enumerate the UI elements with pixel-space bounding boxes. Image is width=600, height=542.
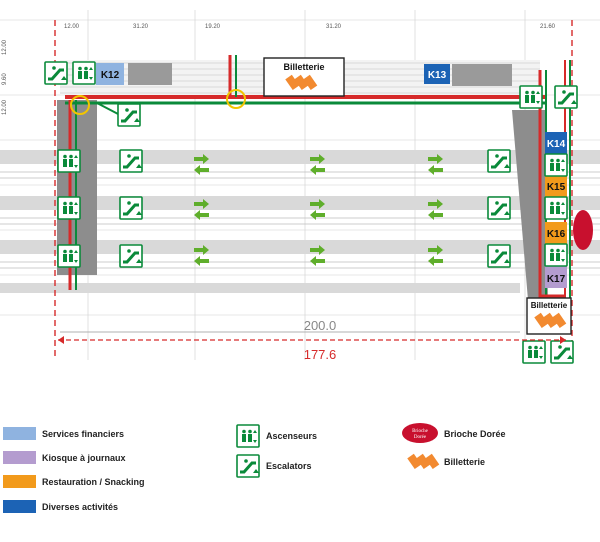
svg-text:Dorée: Dorée: [414, 435, 427, 440]
legend-label-escalators: Escalators: [266, 461, 312, 471]
ticket-office-right[interactable]: Billetterie: [526, 297, 572, 335]
brioche-doree-logo: Brioche Dorée: [573, 210, 600, 250]
kiosk-k13-label: K13: [428, 70, 447, 81]
tracks: [0, 150, 600, 293]
kiosk-k15[interactable]: [545, 175, 567, 197]
legend-label-ascenseurs: Ascenseurs: [266, 431, 318, 441]
legend-label-kiosque: Kiosque à journaux: [42, 453, 126, 463]
elevator-icon[interactable]: [57, 149, 81, 173]
boundary-dashed: [54, 20, 573, 360]
escalator-icon[interactable]: [486, 148, 512, 174]
kiosk-k12-label: K12: [101, 70, 120, 81]
kiosk-k14-label: K14: [547, 139, 566, 150]
top-tick: 12.00: [64, 24, 80, 30]
legend-label-brioche: Brioche Dorée: [444, 429, 506, 439]
legend-swatch-services: [3, 427, 36, 440]
kiosk-k16-label: K16: [547, 229, 566, 240]
elevator-icon[interactable]: [522, 340, 546, 364]
legend-label-restauration: Restauration / Snacking: [42, 477, 145, 487]
legend-label-billetterie: Billetterie: [444, 457, 486, 467]
svg-text:Brioche: Brioche: [412, 429, 429, 434]
left-tick: 9.60: [2, 73, 8, 85]
kiosk-k17-label: K17: [547, 274, 566, 285]
elevator-icon[interactable]: [57, 244, 81, 268]
ticket-office-right-label: Billetterie: [531, 301, 568, 310]
legend: Brioche Dorée: [3, 423, 440, 513]
elevator-icon: [236, 424, 260, 448]
escalator-icon: [235, 453, 261, 479]
elevator-icon[interactable]: [72, 61, 96, 85]
dimension-177: 177.6: [58, 336, 566, 362]
elevator-icon[interactable]: [544, 243, 568, 267]
legend-swatch-restauration: [3, 475, 36, 488]
legend-label-diverses: Diverses activités: [42, 502, 119, 512]
legend-label-services: Services financiers: [42, 429, 125, 439]
escalator-icon[interactable]: [486, 195, 512, 221]
kiosk-k17[interactable]: [545, 266, 567, 288]
dim-outer-label: 200.0: [304, 318, 337, 333]
escalator-icon[interactable]: [553, 84, 579, 110]
dim-inner-label: 177.6: [304, 347, 337, 362]
escalator-icon[interactable]: [116, 102, 142, 128]
svg-text:Brioche Dorée: Brioche Dorée: [598, 215, 600, 245]
legend-swatch-kiosque: [3, 451, 36, 464]
top-tick: 31.20: [326, 24, 342, 30]
elevator-icon[interactable]: [519, 85, 543, 109]
ticket-office-top[interactable]: Billetterie: [263, 57, 345, 97]
left-tick: 12.00: [2, 39, 8, 55]
highlight-circle: [226, 89, 246, 109]
kiosk-k12[interactable]: [96, 63, 124, 85]
escalator-icon[interactable]: [118, 243, 144, 269]
top-tick: 31.20: [133, 24, 149, 30]
top-tick: 19.20: [205, 24, 221, 30]
kiosk-k14[interactable]: [545, 132, 567, 154]
kiosk-k15-label: K15: [547, 182, 566, 193]
escalator-icon[interactable]: [549, 339, 575, 365]
escalator-icon[interactable]: [43, 60, 69, 86]
highlight-circle: [70, 95, 90, 115]
brioche-doree-icon: Brioche Dorée: [402, 423, 438, 443]
kiosk-k12-annex: [128, 63, 172, 85]
legend-swatch-diverses: [3, 500, 36, 513]
elevator-icon[interactable]: [544, 153, 568, 177]
escalator-icon[interactable]: [118, 195, 144, 221]
dimension-200: 200.0: [60, 318, 520, 333]
escalator-icon[interactable]: [486, 243, 512, 269]
ticket-office-top-label: Billetterie: [283, 62, 324, 72]
kiosk-k13[interactable]: [424, 64, 450, 84]
left-tick: 12.00: [2, 99, 8, 115]
top-tick: 21.60: [540, 24, 556, 30]
kiosk-k13-annex: [452, 64, 512, 86]
elevator-icon[interactable]: [544, 196, 568, 220]
escalator-icon[interactable]: [118, 148, 144, 174]
ticket-icon: [407, 453, 440, 470]
elevator-icon[interactable]: [57, 196, 81, 220]
kiosk-k16[interactable]: [545, 222, 567, 244]
